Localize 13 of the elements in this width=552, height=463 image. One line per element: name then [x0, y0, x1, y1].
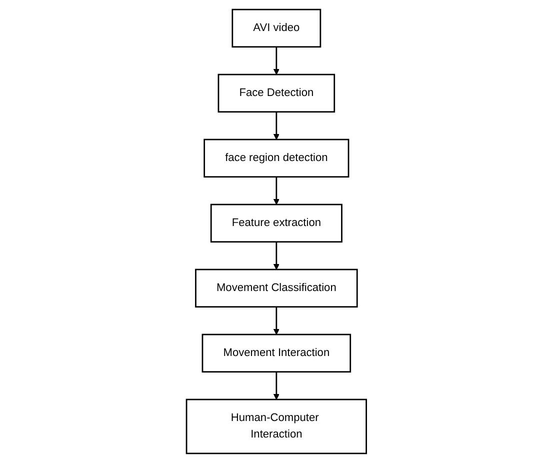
arrow: [272, 372, 280, 400]
node-box: Feature extraction: [210, 204, 342, 243]
node-box: Movement Interaction: [201, 334, 351, 373]
arrow: [272, 306, 280, 335]
arrow: [272, 242, 280, 270]
node-box: Human-Computer Interaction: [185, 398, 367, 454]
node-box: Movement Classification: [194, 268, 358, 308]
arrow: [272, 46, 280, 75]
arrow: [272, 176, 280, 205]
arrow: [272, 112, 280, 140]
node-box: AVI video: [231, 8, 321, 48]
node-box: face region detection: [203, 138, 349, 178]
node-box: Face Detection: [217, 74, 335, 113]
